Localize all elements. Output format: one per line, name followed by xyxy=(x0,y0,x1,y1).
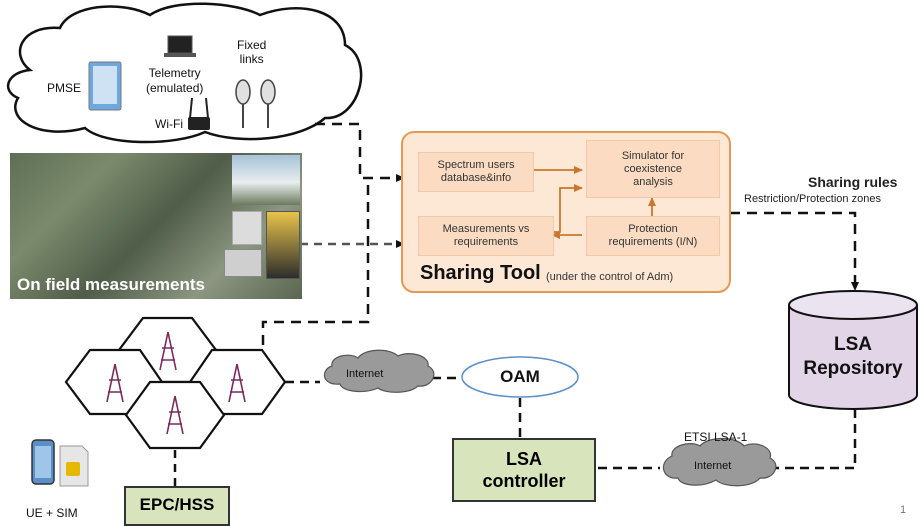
measurements-box: Measurements vs requirements xyxy=(418,216,554,256)
lsa-controller-label: LSA controller xyxy=(482,449,566,491)
sharing-tool-title: Sharing Tool xyxy=(420,262,541,284)
network-to-tool-line xyxy=(261,178,370,345)
antenna-photo xyxy=(232,211,262,245)
page-number: 1 xyxy=(900,504,907,516)
sharing-tool-subtitle: (under the control of Adm) xyxy=(546,271,674,283)
oam-ellipse xyxy=(461,356,579,398)
phone-icon xyxy=(31,439,55,485)
hex-cell-bottom xyxy=(124,380,226,450)
epc-hss-box: EPC/HSS xyxy=(124,486,230,526)
tablet-icon xyxy=(88,61,122,111)
sim-icon xyxy=(59,445,89,487)
internet-right-label: Internet xyxy=(694,460,732,472)
fixed-links-label: Fixed links xyxy=(237,38,267,66)
cell-network xyxy=(64,316,287,450)
sharing-rules-subtitle: Restriction/Protection zones xyxy=(744,193,881,205)
internet-to-repository-line xyxy=(770,410,857,470)
analyzer-photo xyxy=(224,249,262,277)
repository-label: LSA Repository xyxy=(803,334,903,379)
internet-cloud-left xyxy=(323,349,435,393)
van-photo xyxy=(232,155,300,205)
epc-hss-label: EPC/HSS xyxy=(139,495,215,514)
internet-cloud-right xyxy=(662,437,777,487)
wifi-label: Wi-Fi xyxy=(155,117,183,131)
protection-box: Protection requirements (I/N) xyxy=(586,216,720,256)
sharing-rules-title: Sharing rules xyxy=(808,174,898,190)
field-measurements-photo: On field measurements xyxy=(10,153,302,299)
laptop-icon xyxy=(164,35,196,57)
meter-photo xyxy=(266,211,300,279)
lsa-controller-box: LSA controller xyxy=(452,438,596,502)
spectrum-users-box: Spectrum users database&info xyxy=(418,152,534,192)
etsi-label: ETSI LSA-1 xyxy=(684,430,748,444)
tower-icon xyxy=(106,331,246,435)
tool-to-repository-line xyxy=(730,211,859,291)
lsa-repository-cylinder xyxy=(788,290,918,410)
internet-left-label: Internet xyxy=(346,368,384,380)
cloud-to-tool-line xyxy=(315,122,405,182)
telemetry-label: Telemetry (emulated) xyxy=(146,66,204,95)
field-caption: On field measurements xyxy=(17,275,206,294)
antenna-icon xyxy=(235,79,276,128)
pmse-label: PMSE xyxy=(47,81,82,95)
oam-label: OAM xyxy=(500,367,540,386)
ue-sim-label: UE + SIM xyxy=(26,506,78,520)
simulator-box: Simulator for coexistence analysis xyxy=(586,140,720,198)
router-icon xyxy=(188,97,210,130)
